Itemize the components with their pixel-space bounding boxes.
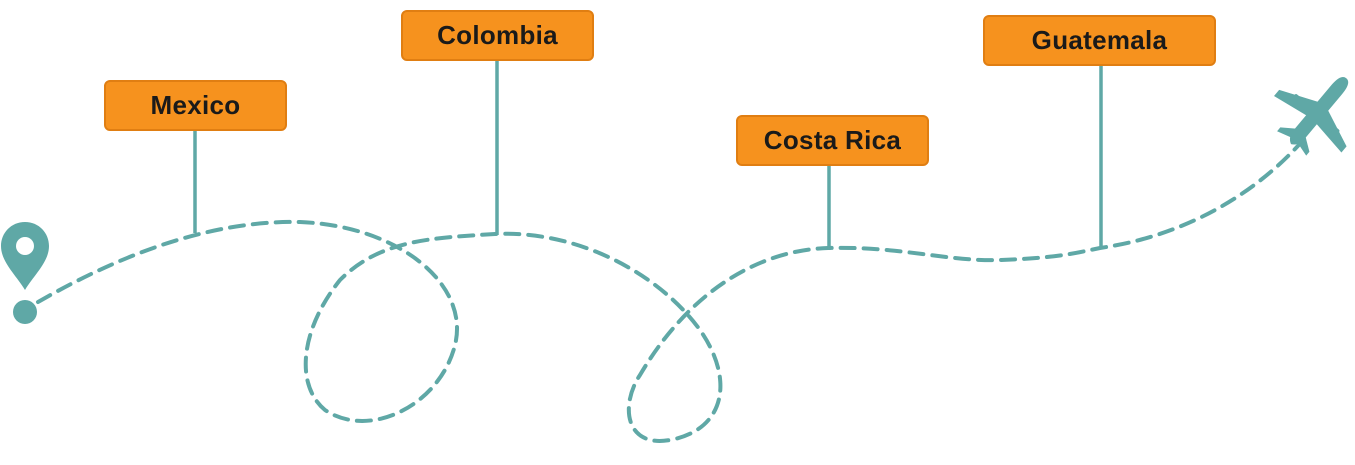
stop-label-costa-rica: Costa Rica (736, 115, 929, 166)
stop-label-text: Costa Rica (763, 125, 902, 155)
start-dot (13, 300, 37, 324)
stop-label-mexico: Mexico (104, 80, 287, 131)
dashed-route-path (36, 136, 1307, 443)
stop-label-text: Colombia (437, 20, 558, 50)
location-pin-icon (1, 222, 49, 290)
stop-label-text: Guatemala (1031, 25, 1168, 55)
airplane-icon (1274, 77, 1349, 156)
stop-label-guatemala: Guatemala (983, 15, 1216, 66)
stop-label-colombia: Colombia (401, 10, 594, 61)
stop-label-text: Mexico (150, 90, 241, 120)
